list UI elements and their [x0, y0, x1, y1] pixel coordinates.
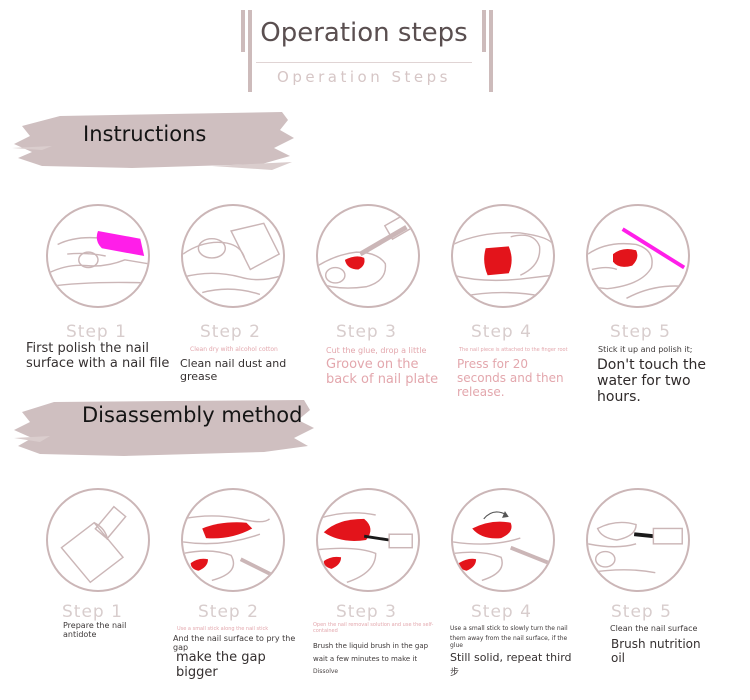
instructions-step-5-note: Stick it up and polish it; — [598, 345, 693, 354]
instructions-step-2-label: Step 2 — [200, 322, 261, 342]
instructions-step-2-note: Clean dry with alcohol cotton — [190, 346, 278, 353]
disassembly-step-5-note: Clean the nail surface — [610, 624, 698, 633]
disassembly-brush-banner — [14, 400, 314, 456]
instructions-brush-banner — [12, 112, 294, 170]
page-title: Operation steps — [260, 18, 468, 48]
disassembly-step-5-label: Step 5 — [611, 602, 672, 622]
disassembly-step-2-text: And the nail surface to pry the gap — [173, 634, 296, 653]
instructions-step-1-illustration — [46, 204, 150, 308]
instructions-step-3-text: Groove on the back of nail plate — [326, 357, 439, 387]
page-subtitle: Operation Steps — [277, 68, 451, 86]
disassembly-step-4-emphasis: Still solid, repeat third — [450, 651, 572, 664]
title-right-bar-1 — [482, 10, 486, 52]
disassembly-step-2-note: Use a small stick along the nail stick — [177, 626, 269, 632]
disassembly-step-3-tail: Dissolve — [313, 668, 339, 675]
disassembly-step-1-text: Prepare the nail antidote — [63, 621, 127, 640]
instructions-step-4-text: Press for 20 seconds and then release. — [457, 357, 564, 399]
instructions-step-3-label: Step 3 — [336, 322, 397, 342]
disassembly-step-3-text: Brush the liquid brush in the gap wait a… — [313, 642, 429, 664]
disassembly-heading: Disassembly method — [82, 403, 303, 427]
instructions-step-1-text: First polish the nail surface with a nai… — [26, 341, 170, 371]
disassembly-step-5-emphasis: Brush nutrition oil — [611, 637, 701, 665]
disassembly-step-2-label: Step 2 — [198, 602, 259, 622]
instructions-step-3-illustration — [316, 204, 420, 308]
instructions-step-1-label: Step 1 — [66, 322, 127, 342]
instructions-step-5-illustration — [586, 204, 690, 308]
instructions-step-2-illustration — [181, 204, 285, 308]
instructions-step-5-label: Step 5 — [610, 322, 671, 342]
disassembly-step-2-emphasis: make the gap bigger — [176, 650, 266, 680]
disassembly-step-2-illustration — [181, 488, 285, 592]
instructions-heading: Instructions — [83, 122, 207, 146]
title-divider — [256, 62, 472, 63]
disassembly-step-5-illustration — [586, 488, 690, 592]
instructions-step-2-text: Clean nail dust and grease — [180, 357, 287, 383]
title-right-bar-2 — [489, 10, 493, 92]
disassembly-step-4-text: them away from the nail surface, if the … — [450, 635, 568, 649]
disassembly-step-3-label: Step 3 — [336, 602, 397, 622]
disassembly-step-1-label: Step 1 — [62, 602, 123, 622]
disassembly-step-4-label: Step 4 — [471, 602, 532, 622]
instructions-step-3-note: Cut the glue, drop a little — [326, 346, 427, 355]
disassembly-step-3-note: Open the nail removal solution and use t… — [313, 622, 434, 634]
instructions-step-4-illustration — [451, 204, 555, 308]
disassembly-step-3-illustration — [316, 488, 420, 592]
instructions-step-5-text: Don't touch the water for two hours. — [597, 357, 706, 406]
disassembly-step-4-tail: 步 — [450, 668, 460, 678]
title-left-bar-1 — [241, 10, 245, 52]
disassembly-step-4-illustration — [451, 488, 555, 592]
instructions-step-4-label: Step 4 — [471, 322, 532, 342]
instructions-step-4-note: The nail piece is attached to the finger… — [459, 347, 568, 353]
disassembly-step-4-note: Use a small stick to slowly turn the nai… — [450, 625, 568, 632]
disassembly-step-1-illustration — [46, 488, 150, 592]
title-left-bar-2 — [248, 10, 252, 92]
